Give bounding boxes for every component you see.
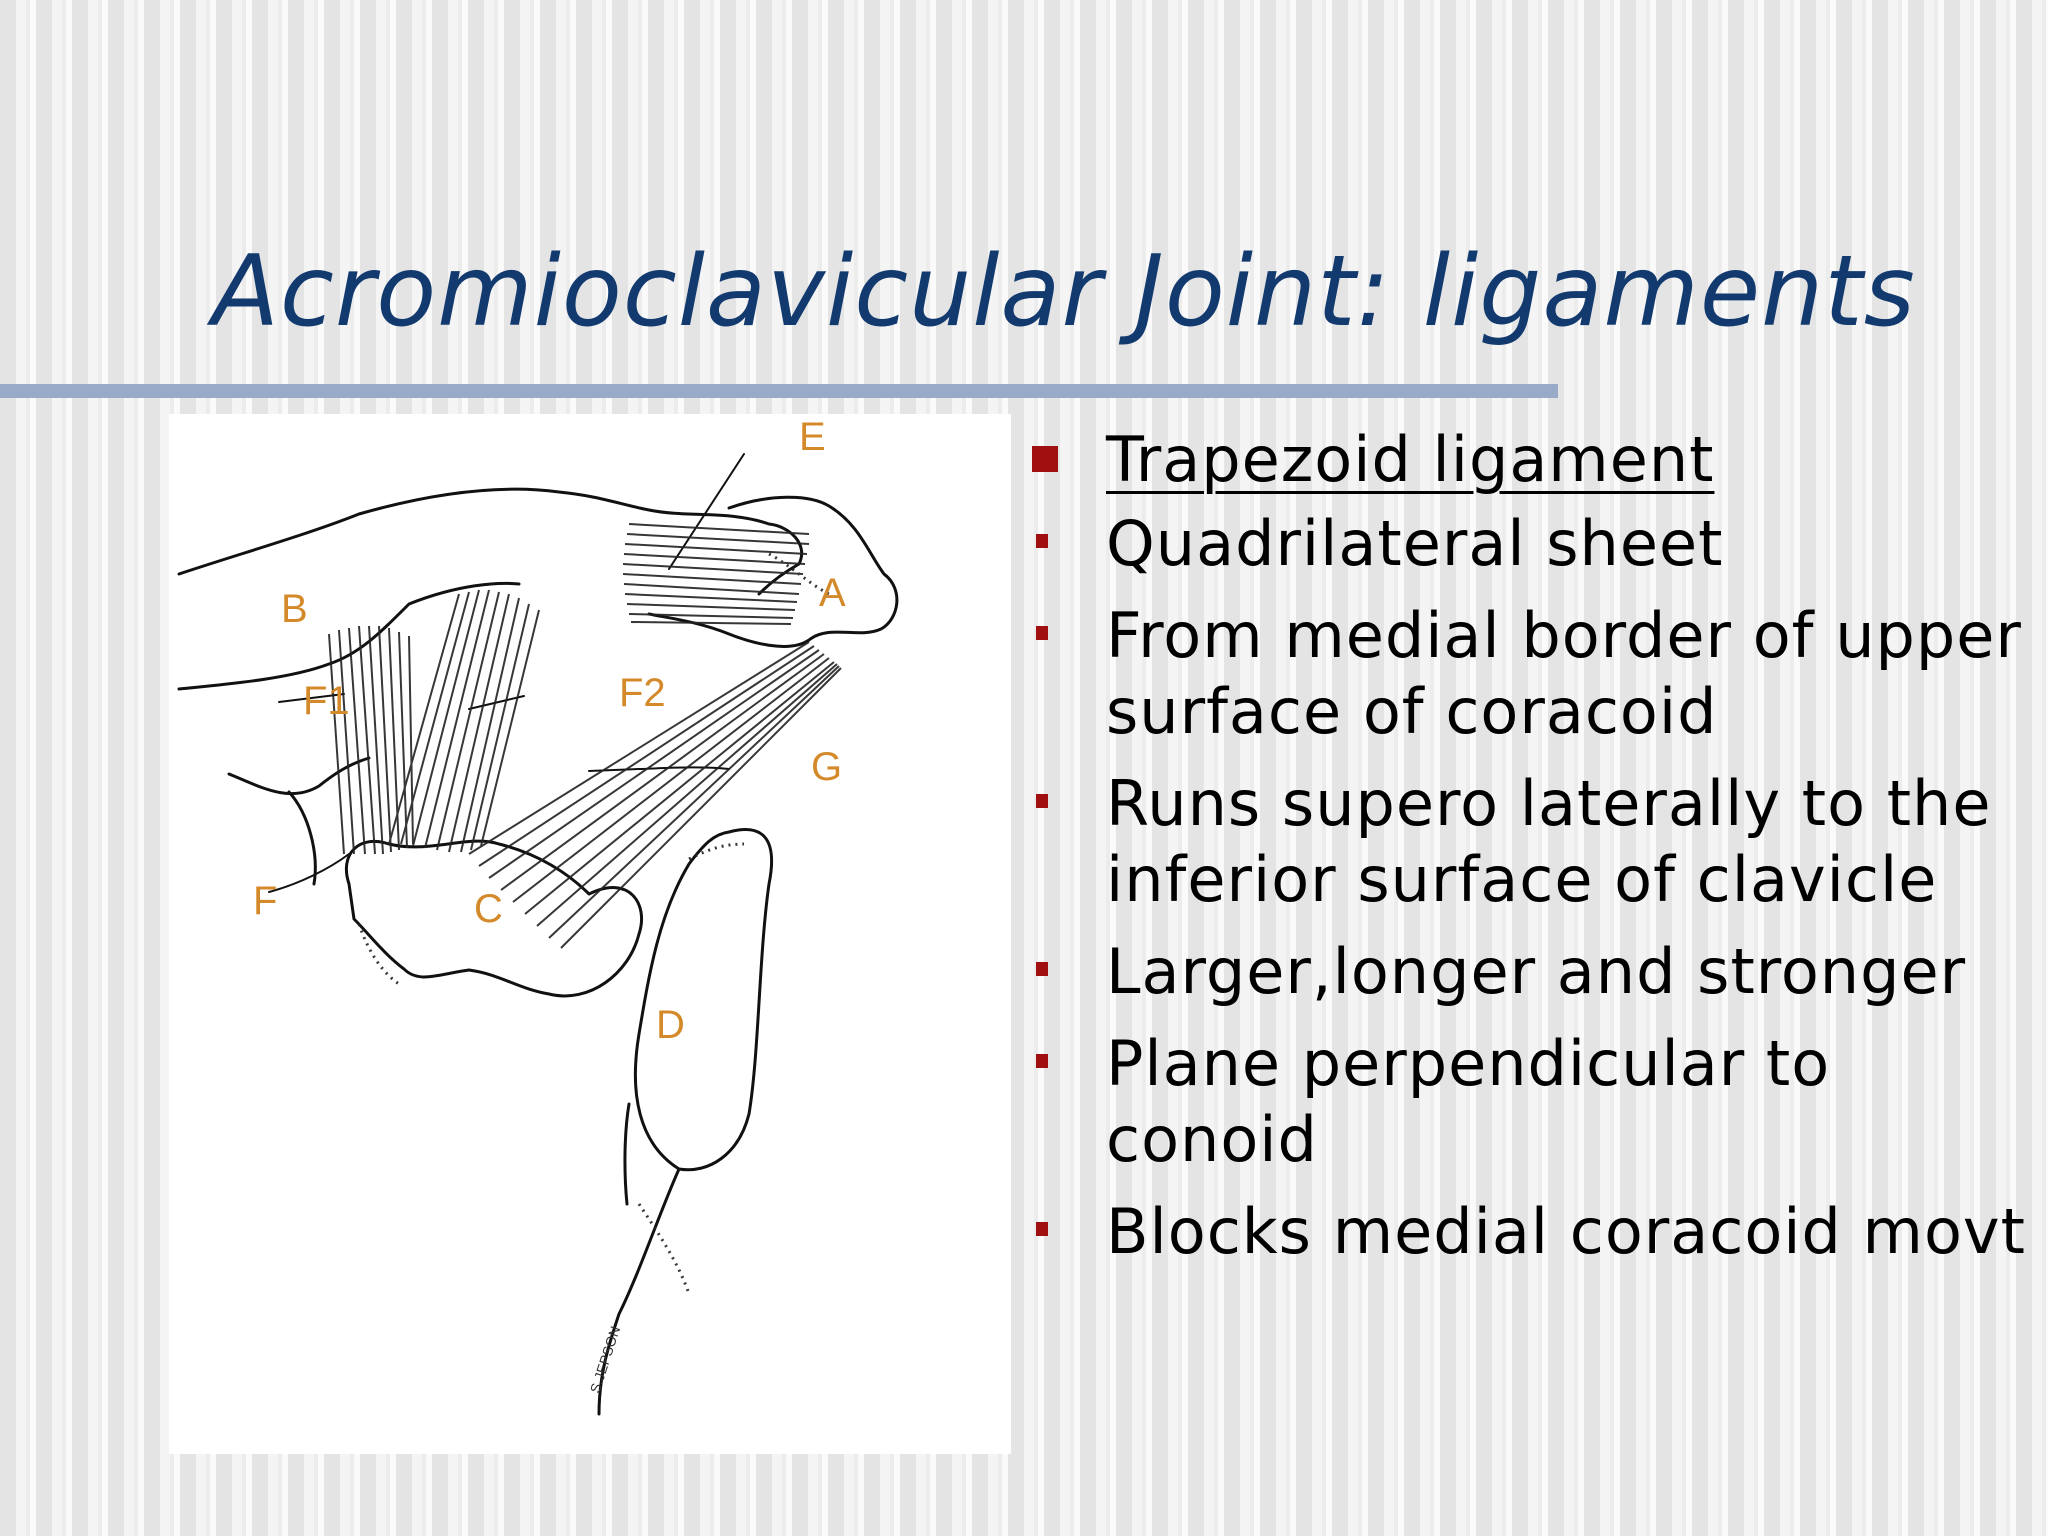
bullet-item-text: Quadrilateral sheet	[1106, 507, 1724, 580]
acromioclavicular-ligament-fibers	[622, 523, 810, 625]
scapula-lower-outline	[597, 1167, 681, 1416]
coracoid-outline	[344, 839, 644, 998]
acromioclavicular-illustration: E A B F1 F2 G F C D S.JEPSON	[177, 415, 899, 1416]
square-bullet-icon	[1032, 446, 1058, 472]
figure-label-a: A	[819, 571, 846, 615]
pointer-e	[668, 453, 745, 570]
bullet-item: Plane perpendicular to conoid	[1030, 1026, 2030, 1178]
bullet-item: Larger,longer and stronger	[1030, 934, 2030, 1010]
bullet-item-text: Plane perpendicular to conoid	[1106, 1027, 1831, 1176]
pointer-f	[268, 853, 350, 893]
bullet-heading: Trapezoid ligament	[1030, 422, 2030, 498]
bullet-item-text: Runs supero laterally to the inferior su…	[1106, 767, 1992, 916]
bullet-item-text: From medial border of upper surface of c…	[1106, 599, 2022, 748]
figure-label-e: E	[799, 415, 826, 459]
illustrator-credit: S.JEPSON	[587, 1324, 624, 1395]
clavicle-lower-outline	[177, 581, 521, 691]
scapula-left-outline	[287, 790, 317, 886]
bullet-item-text: Larger,longer and stronger	[1106, 935, 1967, 1008]
small-square-bullet-icon	[1036, 962, 1048, 976]
bullet-item: Quadrilateral sheet	[1030, 506, 2030, 582]
bullet-item: From medial border of upper surface of c…	[1030, 598, 2030, 750]
figure-label-f1: F1	[303, 679, 350, 723]
figure-label-g: G	[811, 745, 842, 789]
scapula-inner-outline	[623, 1102, 631, 1206]
acromion-outline	[647, 495, 899, 648]
small-square-bullet-icon	[1036, 626, 1048, 640]
clavicle-outline	[177, 487, 804, 596]
conoid-ligament-fibers	[328, 625, 414, 855]
glenoid-outline	[633, 828, 774, 1172]
bullet-item: Runs supero laterally to the inferior su…	[1030, 766, 2030, 918]
bullet-heading-text: Trapezoid ligament	[1106, 423, 1715, 496]
figure-label-f2: F2	[619, 671, 666, 715]
bullet-item-text: Blocks medial coracoid movt	[1106, 1195, 2026, 1268]
bone-stippling	[357, 552, 830, 1295]
small-square-bullet-icon	[1036, 534, 1048, 548]
small-square-bullet-icon	[1036, 794, 1048, 808]
small-square-bullet-icon	[1036, 1054, 1048, 1068]
pointer-f2	[468, 695, 525, 710]
slide-title: Acromioclavicular Joint: ligaments	[212, 235, 1916, 349]
trapezoid-ligament-fibers	[388, 589, 540, 853]
bullet-item: Blocks medial coracoid movt	[1030, 1194, 2030, 1270]
figure-label-f: F	[253, 879, 277, 923]
pointer-g	[588, 766, 730, 772]
figure-label-c: C	[474, 887, 503, 931]
title-divider	[0, 384, 1558, 398]
scapula-upper-outline	[227, 756, 371, 796]
small-square-bullet-icon	[1036, 1222, 1048, 1236]
figure-label-d: D	[656, 1003, 685, 1047]
bullet-list: Trapezoid ligament Quadrilateral sheet F…	[1030, 422, 2030, 1286]
coracoacromial-ligament-fibers	[468, 641, 842, 949]
anatomy-figure: E A B F1 F2 G F C D S.JEPSON	[169, 414, 1011, 1454]
figure-label-b: B	[281, 587, 308, 631]
